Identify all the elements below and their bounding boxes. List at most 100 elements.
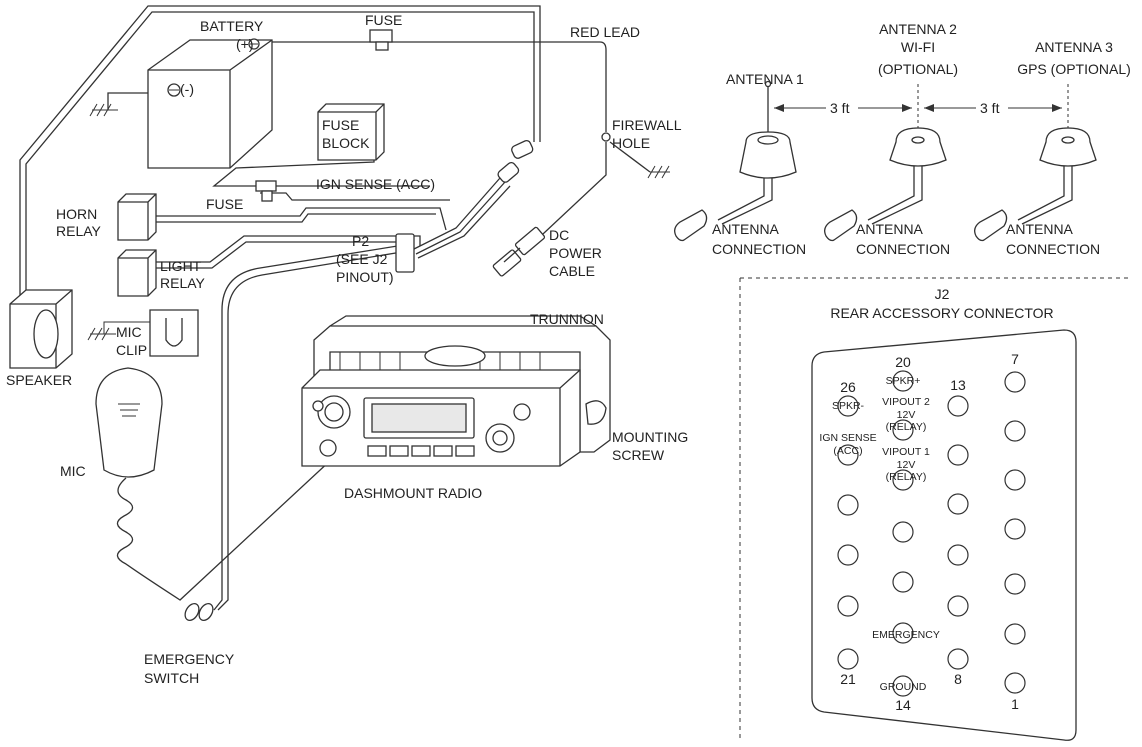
pin-9 [947,595,969,617]
light-relay: LIGHT RELAY [117,249,206,297]
antenna-2-connection-label-2: CONNECTION [856,241,950,257]
light-relay-label-2: RELAY [160,275,206,291]
pin-14-number: 14 [895,697,911,713]
firewall-label-2: HOLE [612,135,650,151]
p2-label-2: (SEE J2 [336,251,388,267]
emergency-switch-label-1: EMERGENCY [144,651,235,667]
battery-positive-label: (+) [236,36,254,52]
antenna-1: ANTENNA 1 ANTENNA CONNECTION [674,71,806,257]
vipout1-label-1: VIPOUT 1 [882,446,930,458]
pin-26 [837,395,859,417]
mic-clip-label-2: CLIP [116,342,147,358]
mounting-screw-label-1: MOUNTING [612,429,688,445]
pin-8 [947,648,969,670]
spacing-1-label: 3 ft [830,100,850,116]
pin-13-number: 13 [950,377,966,393]
microphone: MIC [60,367,347,601]
pin-24 [837,494,859,516]
fuse-block-label-1: FUSE [322,117,359,133]
spacing-2-label: 3 ft [980,100,1000,116]
dashmount-radio-label: DASHMOUNT RADIO [344,485,482,501]
antenna-2-connection-label-1: ANTENNA [856,221,924,237]
dc-power-cable: DC POWER CABLE [549,227,602,279]
light-relay-label-1: LIGHT [160,258,202,274]
p2-connector: P2 (SEE J2 PINOUT) [336,233,394,285]
pin-26-number: 26 [840,379,856,395]
pin-7 [1004,371,1026,393]
fuse-top-label: FUSE [365,12,402,28]
pin-21-number: 21 [840,671,856,687]
fuse-top: FUSE RED LEAD [365,12,640,51]
antenna-2: ANTENNA 2 WI-FI (OPTIONAL) ANTENNA CONNE… [824,21,958,257]
pin-20-number: 20 [895,354,911,370]
antenna-3-label-2: GPS (OPTIONAL) [1017,61,1131,77]
mounting-screw-label-2: SCREW [612,447,665,463]
pin-1-number: 1 [1011,696,1019,712]
vipout1-label-3: (RELAY) [886,471,927,483]
j2-pin-labels: SPKR+ SPKR- VIPOUT 2 12V (RELAY) IGN SEN… [819,375,939,693]
vipout2-label-3: (RELAY) [886,421,927,433]
speaker-label: SPEAKER [6,372,72,388]
pin-23 [837,544,859,566]
emergency-pin-label: EMERGENCY [872,629,940,641]
ign-sense-pin-label-1: IGN SENSE [819,432,876,444]
antenna-2-label-2: WI-FI [901,39,935,55]
pin-22 [837,595,859,617]
pin-20 [892,370,914,392]
fuse-lower-label: FUSE [206,196,243,212]
antenna-1-connection-label-1: ANTENNA [712,221,780,237]
spkr-minus-label: SPKR- [832,400,865,412]
ign-sense-label: IGN SENSE (ACC) [316,176,435,192]
pin-13 [947,395,969,417]
antenna-3-connection-label-2: CONNECTION [1006,241,1100,257]
mic-clip: MIC CLIP [87,309,199,358]
speaker: SPEAKER [6,289,73,388]
mic-jack-icon [319,439,337,457]
antenna-3-label-1: ANTENNA 3 [1035,39,1113,55]
j2-subtitle: REAR ACCESSORY CONNECTOR [830,305,1053,321]
ground-pin-label: GROUND [880,681,927,693]
pin-14 [892,675,914,697]
j2-connector: J2 REAR ACCESSORY CONNECTOR 7 1 13 8 [739,277,1128,741]
pin-25 [837,444,859,466]
pin-10 [947,544,969,566]
antenna-1-label: ANTENNA 1 [726,71,804,87]
dc-power-label-1: DC [549,227,569,243]
antenna-3: ANTENNA 3 GPS (OPTIONAL) ANTENNA CONNECT… [974,39,1131,257]
j2-title: J2 [935,286,950,302]
pin-11 [947,493,969,515]
antenna-2-label-3: (OPTIONAL) [878,61,958,77]
antennas: ANTENNA 1 ANTENNA CONNECTION 3 ft 3 ft [674,21,1131,257]
firewall-hole: FIREWALL HOLE [601,117,682,151]
vipout2-label-1: VIPOUT 2 [882,396,930,408]
spacing-2: 3 ft [924,100,1062,116]
pin-12 [947,444,969,466]
spacing-1: 3 ft [774,100,912,116]
j2-pins-col-1: 26 21 [837,379,859,687]
ign-sense-pin-label-2: (ACC) [833,445,862,457]
battery-label: BATTERY [200,18,264,34]
antenna-3-connection-label-1: ANTENNA [1006,221,1074,237]
mic-label: MIC [60,463,86,479]
pin-1 [1004,672,1026,694]
emergency-switch-label-2: SWITCH [144,670,199,686]
wiring-harness [19,5,670,611]
battery: BATTERY (+) (-) [89,18,273,169]
pin-4 [1004,518,1026,540]
pin-17 [892,521,914,543]
horn-relay: HORN RELAY [56,193,157,241]
pin-6 [1004,420,1026,442]
j2-pins-col-4: 7 1 [1004,351,1026,712]
j2-pins-col-3: 13 8 [947,377,969,687]
dc-power-label-3: CABLE [549,263,595,279]
j2-pins-col-2: 20 14 [892,354,914,713]
vipout2-label-2: 12V [897,409,916,421]
dc-power-label-2: POWER [549,245,602,261]
vipout1-label-2: 12V [897,459,916,471]
pin-19 [892,419,914,441]
pin-7-number: 7 [1011,351,1019,367]
p2-label-3: PINOUT) [336,269,394,285]
pin-2 [1004,623,1026,645]
fuse-block: FUSE BLOCK [317,103,385,161]
battery-negative-label: (-) [180,81,194,97]
